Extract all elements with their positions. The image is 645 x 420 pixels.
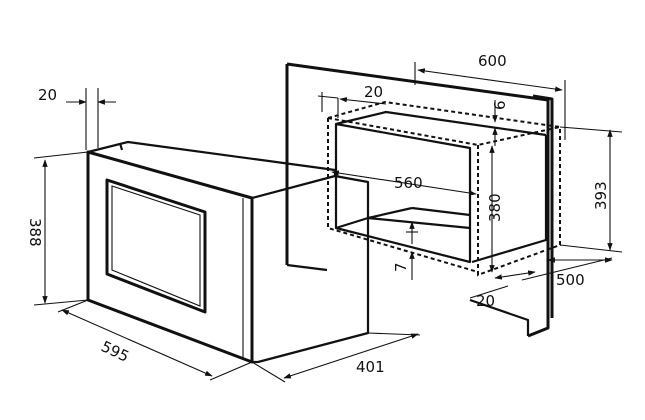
dim-appliance-width: 595 — [57, 299, 253, 381]
dim-niche-top-gap: 6 — [491, 100, 509, 146]
cabinet-front-panel — [285, 62, 554, 338]
niche-cutout — [327, 100, 561, 277]
dim-niche-bottom-gap: 7 — [392, 221, 418, 280]
label-niche-height: 380 — [486, 193, 504, 222]
dim-appliance-depth-reveal: 20 — [38, 86, 116, 150]
label-niche-width: 560 — [394, 174, 423, 192]
label-appliance-depth-reveal: 20 — [38, 86, 57, 104]
dim-appliance-depth: 401 — [251, 332, 421, 383]
label-cabinet-height: 393 — [592, 181, 610, 210]
dim-cabinet-width: 600 — [414, 52, 566, 140]
microwave-appliance — [86, 140, 370, 364]
label-niche-bottom-gap: 7 — [392, 262, 410, 272]
label-niche-top-gap: 6 — [491, 100, 509, 110]
label-cabinet-width: 600 — [478, 52, 507, 70]
label-niche-offset: 20 — [364, 83, 383, 101]
label-appliance-height: 388 — [26, 218, 44, 247]
label-appliance-width: 595 — [98, 337, 132, 365]
label-niche-front-offset: 20 — [476, 292, 495, 310]
dim-niche-width: 560 — [331, 170, 477, 196]
dim-niche-offset: 20 — [317, 83, 387, 118]
label-cabinet-depth: 500 — [556, 271, 585, 289]
label-appliance-depth: 401 — [356, 358, 385, 376]
dim-niche-height: 380 — [486, 145, 504, 273]
dim-appliance-height: 388 — [26, 151, 89, 306]
dim-cabinet-depth: 500 — [521, 257, 613, 289]
dim-niche-front-offset: 20 — [469, 270, 536, 310]
dim-cabinet-height: 393 — [559, 126, 623, 253]
